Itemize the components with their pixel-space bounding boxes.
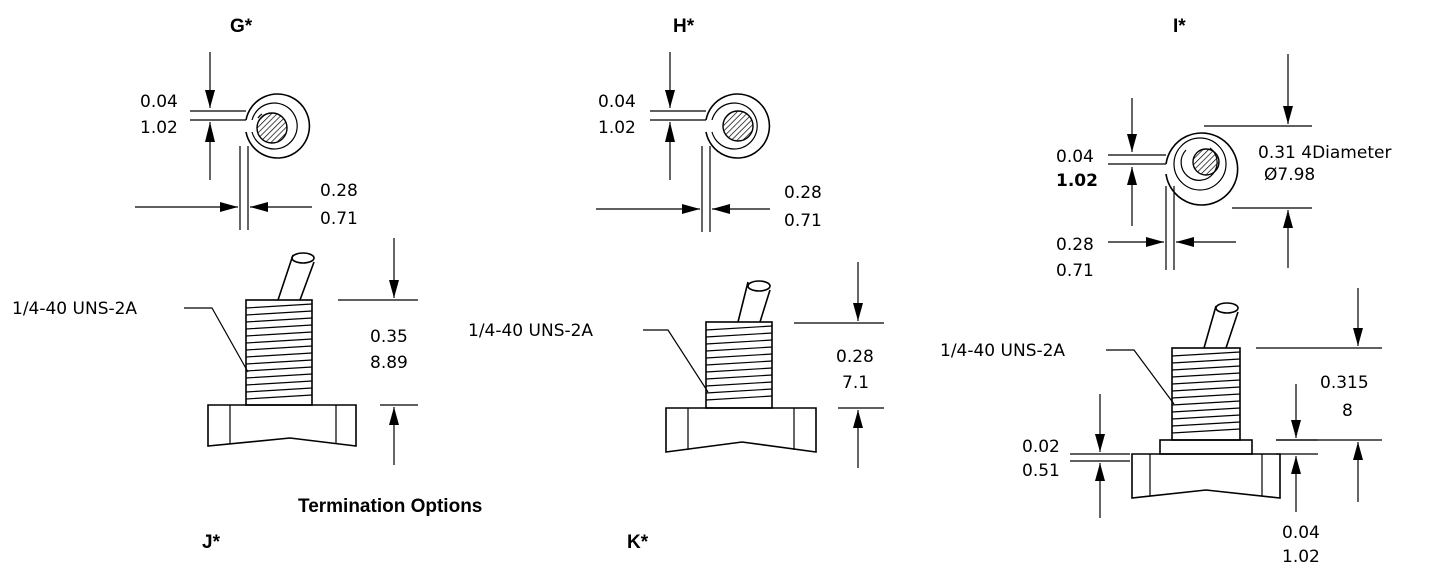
h-outer-ring	[705, 93, 771, 159]
h-slot-mm: 1.02	[598, 118, 636, 138]
i-top-view: 0.04 1.02 0.31 4Diameter Ø7.98 0.28 0.71	[1056, 54, 1391, 281]
h-slot-in: 0.04	[598, 92, 636, 112]
header-i: I*	[1173, 16, 1186, 37]
section-title: Termination Options	[298, 496, 482, 517]
g-thread-label: 1/4-40 UNS-2A	[12, 299, 137, 319]
h-top-view: 0.04 1.02 0.28 0.71	[596, 52, 822, 232]
h-height-mm: 7.1	[842, 373, 869, 393]
g-wall-mm: 0.71	[320, 209, 358, 229]
h-inner-ring	[711, 102, 758, 150]
header-g: G*	[230, 16, 253, 37]
g-shaft-section	[256, 112, 288, 144]
i-collar-in: 0.02	[1022, 437, 1060, 457]
header-k-label: K*	[627, 532, 649, 553]
g-height-mm: 8.89	[370, 353, 408, 373]
i-wall-mm: 0.71	[1056, 261, 1094, 281]
g-thread-lines	[245, 303, 313, 400]
i-diameter-in: 0.31 4Diameter	[1258, 143, 1391, 163]
header-g-label: G*	[230, 16, 253, 37]
i-slot-in: 0.04	[1056, 147, 1094, 167]
i-thread-label: 1/4-40 UNS-2A	[940, 341, 1065, 361]
i-diameter-mm: Ø7.98	[1264, 165, 1315, 185]
header-j-label: J*	[202, 532, 221, 553]
header-i-label: I*	[1173, 16, 1186, 37]
i-side-view: 1/4-40 UNS-2A 0.315 8 0.02 0.51 0.04 1.0…	[940, 288, 1382, 567]
g-wall-in: 0.28	[320, 181, 358, 201]
g-inner-ring	[251, 102, 298, 150]
g-height-in: 0.35	[370, 327, 408, 347]
h-wall-mm: 0.71	[784, 211, 822, 231]
h-thread-label: 1/4-40 UNS-2A	[468, 321, 593, 341]
h-side-view: 1/4-40 UNS-2A 0.28 7.1	[468, 262, 884, 468]
i-base-mm: 1.02	[1282, 547, 1320, 567]
h-height-in: 0.28	[836, 347, 874, 367]
h-wall-in: 0.28	[784, 183, 822, 203]
header-h: H*	[673, 16, 695, 37]
i-collar-mm: 0.51	[1022, 461, 1060, 481]
i-mid-ring	[1173, 137, 1227, 191]
g-outer-ring	[245, 93, 311, 159]
i-shaft-section	[1192, 148, 1220, 176]
g-slot-mm: 1.02	[140, 118, 178, 138]
i-height-in: 0.315	[1320, 373, 1369, 393]
i-slot-mm: 1.02	[1056, 171, 1098, 191]
i-base-in: 0.04	[1282, 523, 1320, 543]
i-height-mm: 8	[1342, 401, 1353, 421]
g-top-view: 0.04 1.02 0.28 0.71	[135, 52, 358, 230]
h-shaft-section	[722, 110, 754, 142]
g-slot-in: 0.04	[140, 92, 178, 112]
g-side-view: 1/4-40 UNS-2A 0.35 8.89	[12, 238, 418, 465]
i-wall-in: 0.28	[1056, 235, 1094, 255]
header-h-label: H*	[673, 16, 695, 37]
i-outer-ring	[1165, 132, 1239, 206]
